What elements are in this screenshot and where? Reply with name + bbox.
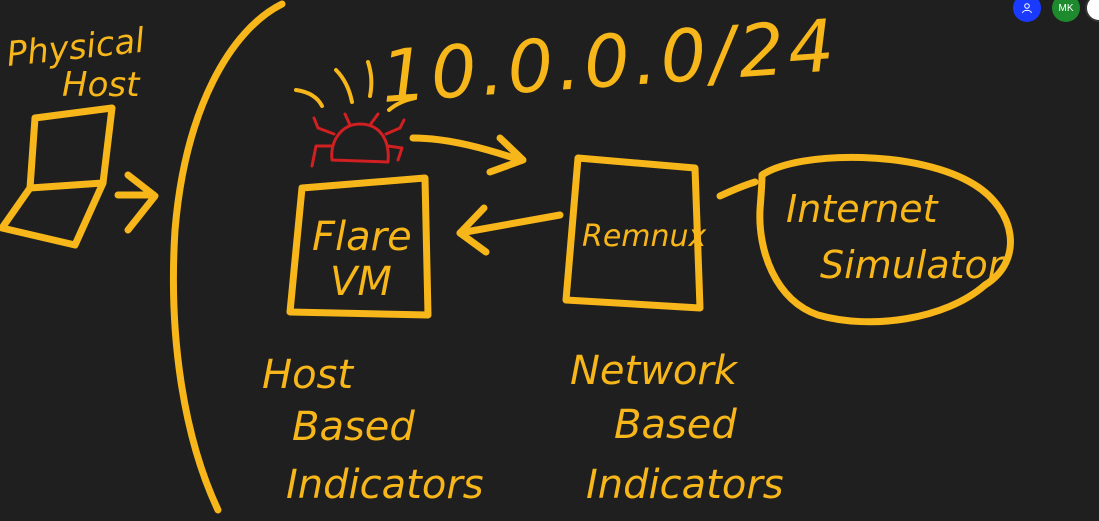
simulator-label: Simulator xyxy=(820,243,1006,287)
arrow-right-icon xyxy=(409,134,527,176)
participant-avatars: MK xyxy=(989,0,1099,22)
remnux-box xyxy=(562,154,704,312)
flare-vm-box xyxy=(286,174,432,319)
arrow-right-icon xyxy=(114,171,159,234)
connector-line xyxy=(716,178,759,200)
environment-bracket xyxy=(169,0,286,514)
laptop-icon xyxy=(0,104,116,249)
host-indicators-label-2: Based xyxy=(292,404,415,450)
subnet-label: 10.0.0.0/24 xyxy=(378,3,840,119)
participant-avatar[interactable] xyxy=(1085,0,1099,22)
host-indicators-label-1: Host xyxy=(262,352,354,398)
bug-icon xyxy=(310,112,406,168)
participant-avatar[interactable]: MK xyxy=(1052,0,1080,22)
internet-label: Internet xyxy=(786,187,940,231)
internet-simulator-cloud xyxy=(756,153,1014,326)
host-indicators-label-3: Indicators xyxy=(286,462,484,508)
network-indicators-label-3: Indicators xyxy=(586,462,784,508)
network-indicators-label-2: Based xyxy=(614,402,737,448)
arrow-left-icon xyxy=(456,204,564,256)
flare-label-1: Flare xyxy=(312,214,412,260)
flare-label-2: VM xyxy=(330,259,392,305)
physical-host-label-2: Host xyxy=(62,65,141,105)
alarm-lines xyxy=(294,60,417,112)
remnux-label: Remnux xyxy=(582,219,707,254)
person-icon xyxy=(1022,3,1032,14)
network-indicators-label-1: Network xyxy=(570,348,739,394)
participant-avatar[interactable] xyxy=(1013,0,1041,22)
